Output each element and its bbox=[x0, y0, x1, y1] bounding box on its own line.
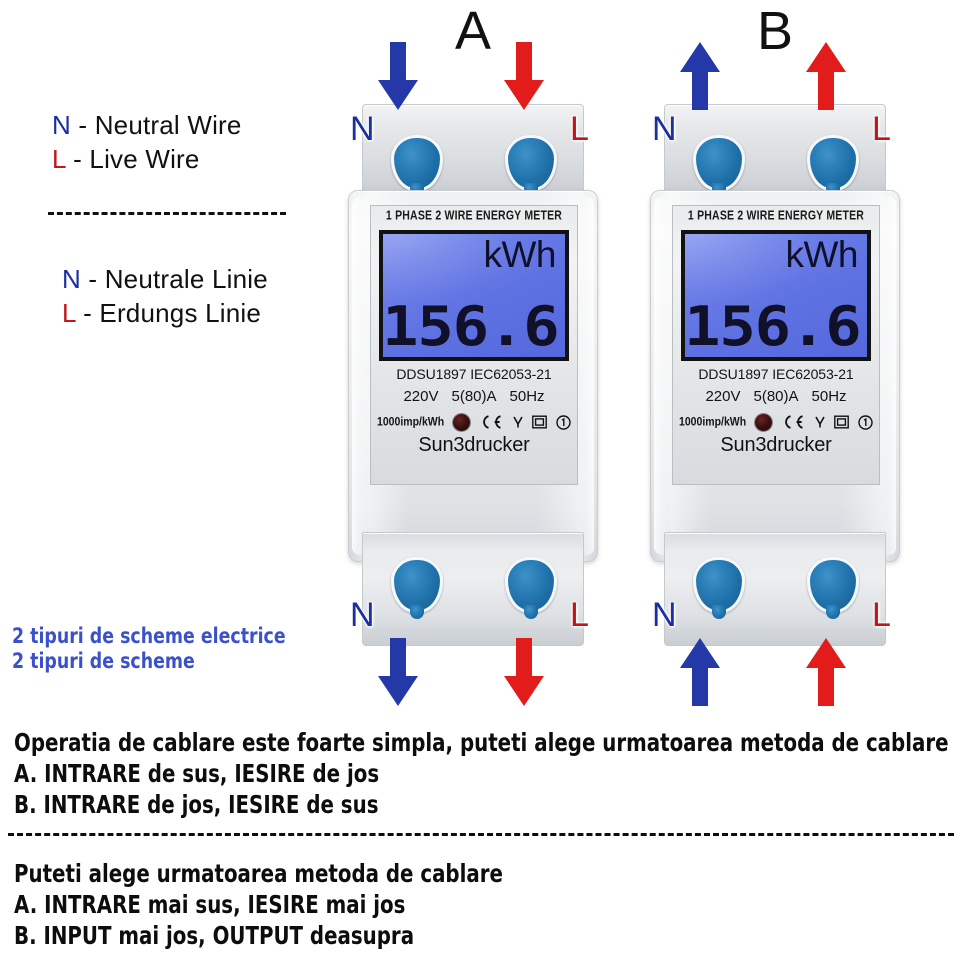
terminal-label-bottom-l-a: L bbox=[570, 596, 589, 634]
faceplate-title-a: 1 PHASE 2 WIRE ENERGY METER bbox=[385, 208, 563, 223]
lcd-screen-a: kWh 156.6 bbox=[379, 230, 569, 361]
terminal-screw-bottom-live-b bbox=[807, 557, 859, 619]
ce-mark-icon-a bbox=[479, 415, 503, 429]
legend-row-neutral-wire: N - Neutral Wire bbox=[52, 108, 352, 142]
arrow-top-live-a bbox=[504, 42, 544, 110]
rating-frequency-b: 50Hz bbox=[811, 388, 847, 405]
ce-mark-icon-b bbox=[781, 415, 805, 429]
rating-voltage-a: 220V bbox=[403, 388, 439, 405]
legend-symbol-n: N bbox=[52, 110, 71, 140]
arrow-bottom-neutral-b bbox=[680, 638, 720, 706]
legend-symbol-l: L bbox=[52, 144, 66, 174]
diagram-label-b: B bbox=[757, 1, 794, 61]
terminal-label-top-n-a: N bbox=[350, 110, 375, 148]
rating-frequency-a: 50Hz bbox=[509, 388, 545, 405]
rating-current-a: 5(80)A bbox=[451, 388, 497, 405]
meter-cert-row-a: 1000imp/kWh bbox=[377, 412, 571, 432]
double-insulation-icon-b bbox=[833, 415, 849, 429]
legend-row-live-wire: L - Live Wire bbox=[52, 142, 352, 176]
lcd-value-b: 156.6 bbox=[684, 295, 862, 358]
terminal-label-bottom-n-a: N bbox=[350, 596, 375, 634]
pulse-rate-label-b: 1000imp/kWh bbox=[679, 415, 747, 429]
arrow-top-neutral-a bbox=[378, 42, 418, 110]
arrow-top-live-b bbox=[806, 42, 846, 110]
legend-wire-key-de: N - Neutrale Linie L - Erdungs Linie bbox=[62, 262, 382, 330]
legend-text-erdungs-linie: - Erdungs Linie bbox=[75, 298, 262, 328]
legend-symbol-l-de: L bbox=[62, 298, 76, 328]
terminal-screw-top-neutral-b bbox=[693, 135, 745, 197]
legend-row-neutrale-linie: N - Neutrale Linie bbox=[62, 262, 382, 296]
pulse-rate-label-a: 1000imp/kWh bbox=[377, 415, 445, 429]
arrow-bottom-neutral-a bbox=[378, 638, 418, 706]
instructions-primary-option-a: A. INTRARE de sus, IESIRE de jos bbox=[14, 759, 380, 788]
instructions-primary-option-b: B. INTRARE de jos, IESIRE de sus bbox=[14, 790, 379, 819]
terminal-screw-top-live-a bbox=[505, 135, 557, 197]
promo-line-1: 2 tipuri de scheme electrice bbox=[12, 624, 286, 648]
lcd-unit-label-b: kWh bbox=[785, 234, 859, 275]
meter-rating-line-a: 220V 5(80)A 50Hz bbox=[371, 388, 577, 405]
class2-icon-b bbox=[814, 415, 825, 429]
terminal-block-bottom-a bbox=[362, 532, 584, 646]
legend-text-neutrale-linie: - Neutrale Linie bbox=[80, 264, 268, 294]
lcd-value-a: 156.6 bbox=[382, 295, 560, 358]
faceplate-title-b: 1 PHASE 2 WIRE ENERGY METER bbox=[687, 208, 865, 223]
meter-unit-b: N L 1 PHASE 2 WIRE ENERGY METER kWh 156.… bbox=[650, 42, 900, 706]
protection-class-icon-b bbox=[858, 414, 873, 430]
instructions-primary-intro: Operatia de cablare este foarte simpla, … bbox=[14, 728, 949, 757]
legend-divider bbox=[48, 212, 286, 215]
legend-wire-key: N - Neutral Wire L - Live Wire bbox=[52, 108, 352, 176]
instructions-secondary-intro: Puteti alege urmatoarea metoda de cablar… bbox=[14, 859, 503, 888]
meter-brand-b: Sun3drucker bbox=[720, 434, 832, 456]
terminal-label-bottom-l-b: L bbox=[872, 596, 891, 634]
lcd-unit-label-a: kWh bbox=[483, 234, 557, 275]
terminal-screw-top-live-b bbox=[807, 135, 859, 197]
meter-faceplate-b: 1 PHASE 2 WIRE ENERGY METER kWh 156.6 DD… bbox=[672, 205, 880, 485]
arrow-bottom-live-a bbox=[504, 638, 544, 706]
terminal-label-top-l-b: L bbox=[872, 110, 891, 148]
terminal-label-bottom-n-b: N bbox=[652, 596, 677, 634]
terminal-block-bottom-b bbox=[664, 532, 886, 646]
meter-body-b: 1 PHASE 2 WIRE ENERGY METER kWh 156.6 DD… bbox=[650, 190, 900, 562]
terminal-screw-bottom-neutral-a bbox=[391, 557, 443, 619]
terminal-label-top-n-b: N bbox=[652, 110, 677, 148]
pulse-led-icon-a bbox=[453, 413, 471, 431]
meter-model-line-a: DDSU1897 IEC62053-21 bbox=[396, 366, 552, 382]
class2-icon-a bbox=[512, 415, 523, 429]
meter-faceplate-a: 1 PHASE 2 WIRE ENERGY METER kWh 156.6 DD… bbox=[370, 205, 578, 485]
section-divider bbox=[8, 833, 954, 836]
protection-class-icon-a bbox=[556, 414, 571, 430]
rating-current-b: 5(80)A bbox=[753, 388, 799, 405]
lcd-screen-b: kWh 156.6 bbox=[681, 230, 871, 361]
meter-cert-row-b: 1000imp/kWh bbox=[679, 412, 873, 432]
legend-symbol-n-de: N bbox=[62, 264, 81, 294]
meter-brand-a: Sun3drucker bbox=[418, 434, 530, 456]
terminal-screw-top-neutral-a bbox=[391, 135, 443, 197]
pulse-led-icon-b bbox=[755, 413, 773, 431]
instructions-secondary-option-a: A. INTRARE mai sus, IESIRE mai jos bbox=[14, 890, 406, 919]
arrow-bottom-live-b bbox=[806, 638, 846, 706]
legend-text-neutral-wire: - Neutral Wire bbox=[70, 110, 242, 140]
promo-text: 2 tipuri de scheme electrice 2 tipuri de… bbox=[12, 624, 286, 674]
meter-unit-a: N L 1 PHASE 2 WIRE ENERGY METER kWh 156.… bbox=[348, 42, 598, 706]
instructions-primary: Operatia de cablare este foarte simpla, … bbox=[14, 727, 949, 820]
legend-text-live-wire: - Live Wire bbox=[65, 144, 200, 174]
legend-row-erdungs-linie: L - Erdungs Linie bbox=[62, 296, 382, 330]
double-insulation-icon-a bbox=[531, 415, 547, 429]
terminal-label-top-l-a: L bbox=[570, 110, 589, 148]
rating-voltage-b: 220V bbox=[705, 388, 741, 405]
arrow-top-neutral-b bbox=[680, 42, 720, 110]
meter-rating-line-b: 220V 5(80)A 50Hz bbox=[673, 388, 879, 405]
terminal-screw-bottom-live-a bbox=[505, 557, 557, 619]
promo-line-2: 2 tipuri de scheme bbox=[12, 649, 195, 673]
instructions-secondary-option-b: B. INPUT mai jos, OUTPUT deasupra bbox=[14, 921, 415, 950]
diagram-label-a: A bbox=[455, 1, 492, 61]
terminal-screw-bottom-neutral-b bbox=[693, 557, 745, 619]
meter-model-line-b: DDSU1897 IEC62053-21 bbox=[698, 366, 854, 382]
meter-body-a: 1 PHASE 2 WIRE ENERGY METER kWh 156.6 DD… bbox=[348, 190, 598, 562]
instructions-secondary: Puteti alege urmatoarea metoda de cablar… bbox=[14, 858, 503, 951]
